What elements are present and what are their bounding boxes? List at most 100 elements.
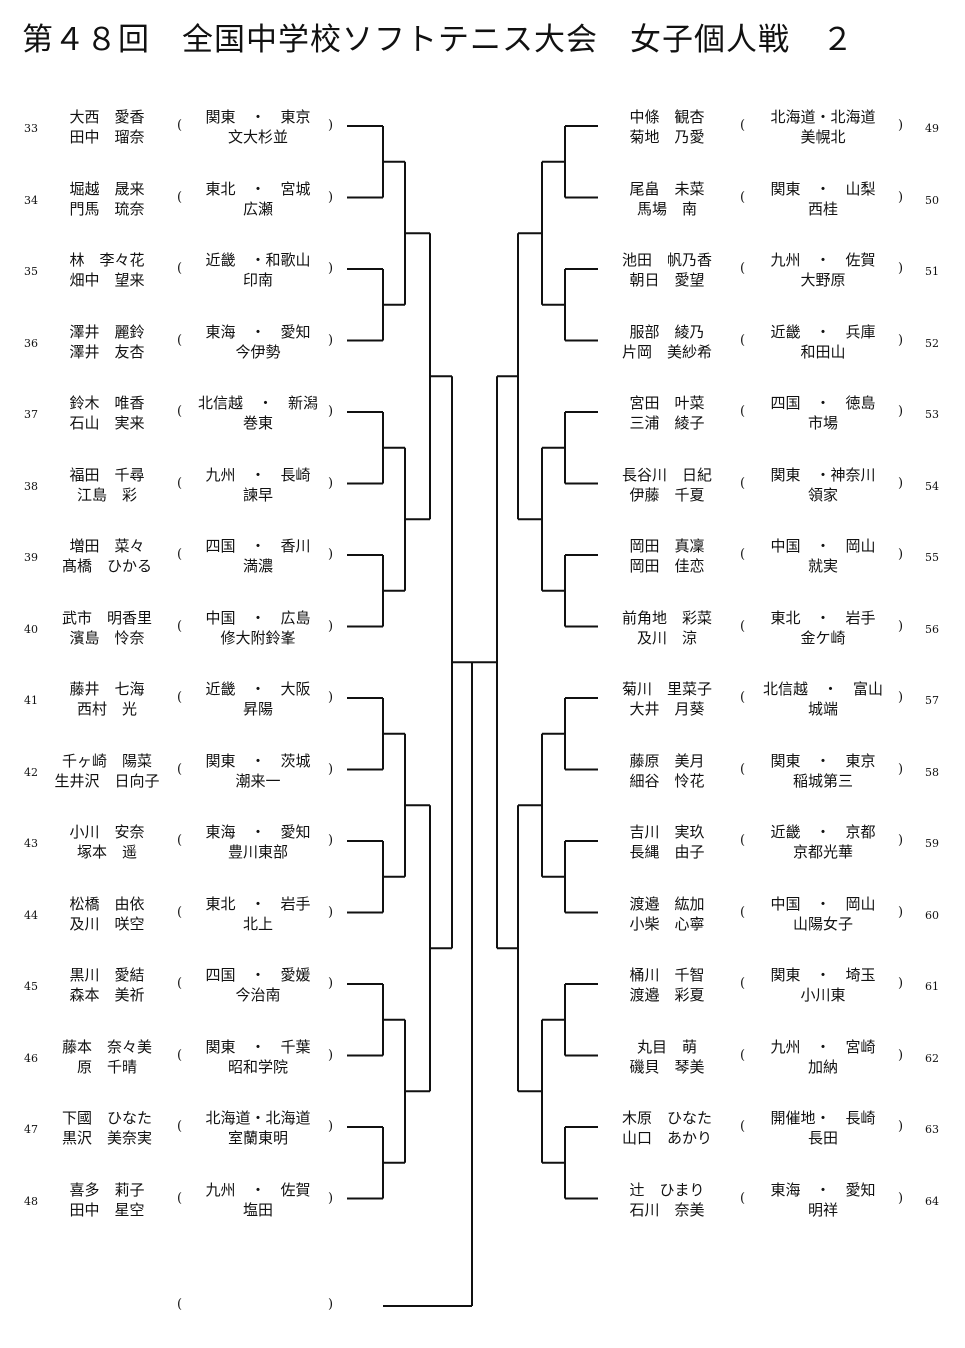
close-paren: ) — [328, 547, 334, 562]
close-paren: ) — [898, 475, 904, 491]
entry-number: 33 — [24, 122, 38, 135]
entry-row: 尾畠 未菜馬場 南(関東 ・ 山梨西桂)50 — [0, 179, 965, 221]
region: 近畿 ・ 京都 — [770, 823, 876, 841]
player-1: 福田 千尋 — [69, 465, 145, 484]
player-2: 澤井 友杏 — [69, 342, 145, 361]
close-paren: ) — [898, 404, 904, 419]
player-names: 渡邉 紘加小柴 心寧 — [605, 894, 729, 934]
school: 加納 — [807, 1057, 838, 1076]
player-1: 大西 愛香 — [69, 108, 145, 126]
player-2: 朝日 愛望 — [629, 271, 705, 289]
region: 関東 ・神奈川 — [770, 465, 876, 484]
entry-number: 62 — [925, 1051, 939, 1065]
player-1: 堀越 晟来 — [69, 179, 145, 198]
player-names: 藤本 奈々美原 千晴 — [44, 1037, 170, 1077]
open-paren: ( — [740, 904, 746, 920]
open-paren: ( — [740, 404, 746, 419]
entry-number: 50 — [925, 193, 939, 207]
player-1: 黒川 愛結 — [69, 966, 145, 984]
open-paren: ( — [740, 690, 746, 705]
open-paren: ( — [740, 618, 746, 634]
entry-number: 64 — [925, 1194, 939, 1208]
region: 北海道・北海道 — [205, 1109, 311, 1127]
entry-row: 木原 ひなた山口 あかり(開催地・ 長崎長田)63 — [0, 1108, 965, 1150]
player-2: 濱島 怜奈 — [69, 628, 145, 647]
entry-number: 57 — [925, 694, 939, 707]
open-paren: ( — [177, 1190, 183, 1206]
player-1: 長谷川 日紀 — [621, 465, 712, 484]
player-names: 池田 帆乃香朝日 愛望 — [605, 250, 729, 290]
entry-row: 服部 綾乃片岡 美紗希(近畿 ・ 兵庫和田山)52 — [0, 322, 965, 364]
region: 四国 ・ 徳島 — [770, 394, 876, 412]
player-2: 原 千晴 — [76, 1057, 137, 1076]
player-2: 渡邉 彩夏 — [629, 986, 705, 1004]
close-paren: ) — [898, 761, 904, 777]
region: 九州 ・ 佐賀 — [770, 251, 876, 269]
entry-number: 34 — [24, 193, 38, 207]
player-names: 辻 ひまり石川 奈美 — [605, 1180, 729, 1220]
player-names: 増田 菜々髙橋 ひかる — [44, 536, 170, 576]
school: 文大杉並 — [227, 128, 288, 146]
region: 四国 ・ 香川 — [205, 537, 311, 555]
player-1: 服部 綾乃 — [629, 322, 705, 341]
player-1: 桶川 千智 — [629, 966, 705, 984]
school: 西桂 — [807, 199, 838, 218]
close-paren: ) — [898, 189, 904, 205]
player-1: 中條 観杏 — [629, 108, 705, 126]
region: 中国 ・ 岡山 — [770, 894, 876, 913]
player-names: 吉川 実玖長縄 由子 — [605, 822, 729, 862]
close-paren: ) — [328, 1047, 334, 1063]
entry-number: 43 — [24, 837, 38, 850]
player-1: 辻 ひまり — [629, 1180, 705, 1199]
open-paren: ( — [740, 833, 746, 848]
player-2: 石山 実来 — [69, 414, 145, 432]
open-paren: ( — [740, 1190, 746, 1206]
open-paren: ( — [177, 1119, 183, 1134]
close-paren: ) — [328, 475, 334, 491]
close-paren: ) — [328, 261, 334, 276]
close-paren: ) — [328, 761, 334, 777]
player-names: 長谷川 日紀伊藤 千夏 — [605, 465, 729, 505]
player-1: 藤本 奈々美 — [61, 1037, 152, 1056]
entry-row: 池田 帆乃香朝日 愛望(九州 ・ 佐賀大野原)51 — [0, 250, 965, 292]
player-2: 田中 星空 — [69, 1200, 145, 1219]
school: 小川東 — [800, 986, 846, 1004]
close-paren: ) — [328, 833, 334, 848]
entry-number: 39 — [24, 551, 38, 564]
entry-number: 60 — [925, 908, 939, 922]
open-paren: ( — [177, 1047, 183, 1063]
entry-number: 40 — [24, 622, 38, 636]
close-paren: ) — [328, 332, 334, 348]
school: 室蘭東明 — [227, 1129, 288, 1147]
player-2: 片岡 美紗希 — [621, 342, 712, 361]
final-open-paren: ( — [177, 1297, 183, 1312]
close-paren: ) — [328, 404, 334, 419]
close-paren: ) — [898, 118, 904, 133]
open-paren: ( — [740, 332, 746, 348]
school: 豊川東部 — [227, 843, 288, 861]
close-paren: ) — [898, 690, 904, 705]
page-title: 第４８回 全国中学校ソフトテニス大会 女子個人戦 ２ — [22, 22, 854, 58]
school: 北上 — [242, 914, 273, 933]
region: 九州 ・ 長崎 — [205, 465, 311, 484]
player-2: 小柴 心寧 — [629, 914, 705, 933]
player-names: 大西 愛香田中 瑠奈 — [44, 107, 170, 147]
player-2: 畑中 望来 — [69, 271, 145, 289]
player-1: 林 李々花 — [69, 251, 145, 269]
player-2: 門馬 琉奈 — [69, 199, 145, 218]
region: 中国 ・ 岡山 — [770, 537, 876, 555]
player-2: 髙橋 ひかる — [61, 557, 152, 575]
player-names: 林 李々花畑中 望来 — [44, 250, 170, 290]
region: 関東 ・ 茨城 — [205, 751, 311, 770]
close-paren: ) — [328, 618, 334, 634]
player-names: 下國 ひなた黒沢 美奈実 — [44, 1108, 170, 1148]
region: 関東 ・ 山梨 — [770, 179, 876, 198]
player-names: 前角地 彩菜及川 涼 — [605, 608, 729, 648]
open-paren: ( — [177, 904, 183, 920]
